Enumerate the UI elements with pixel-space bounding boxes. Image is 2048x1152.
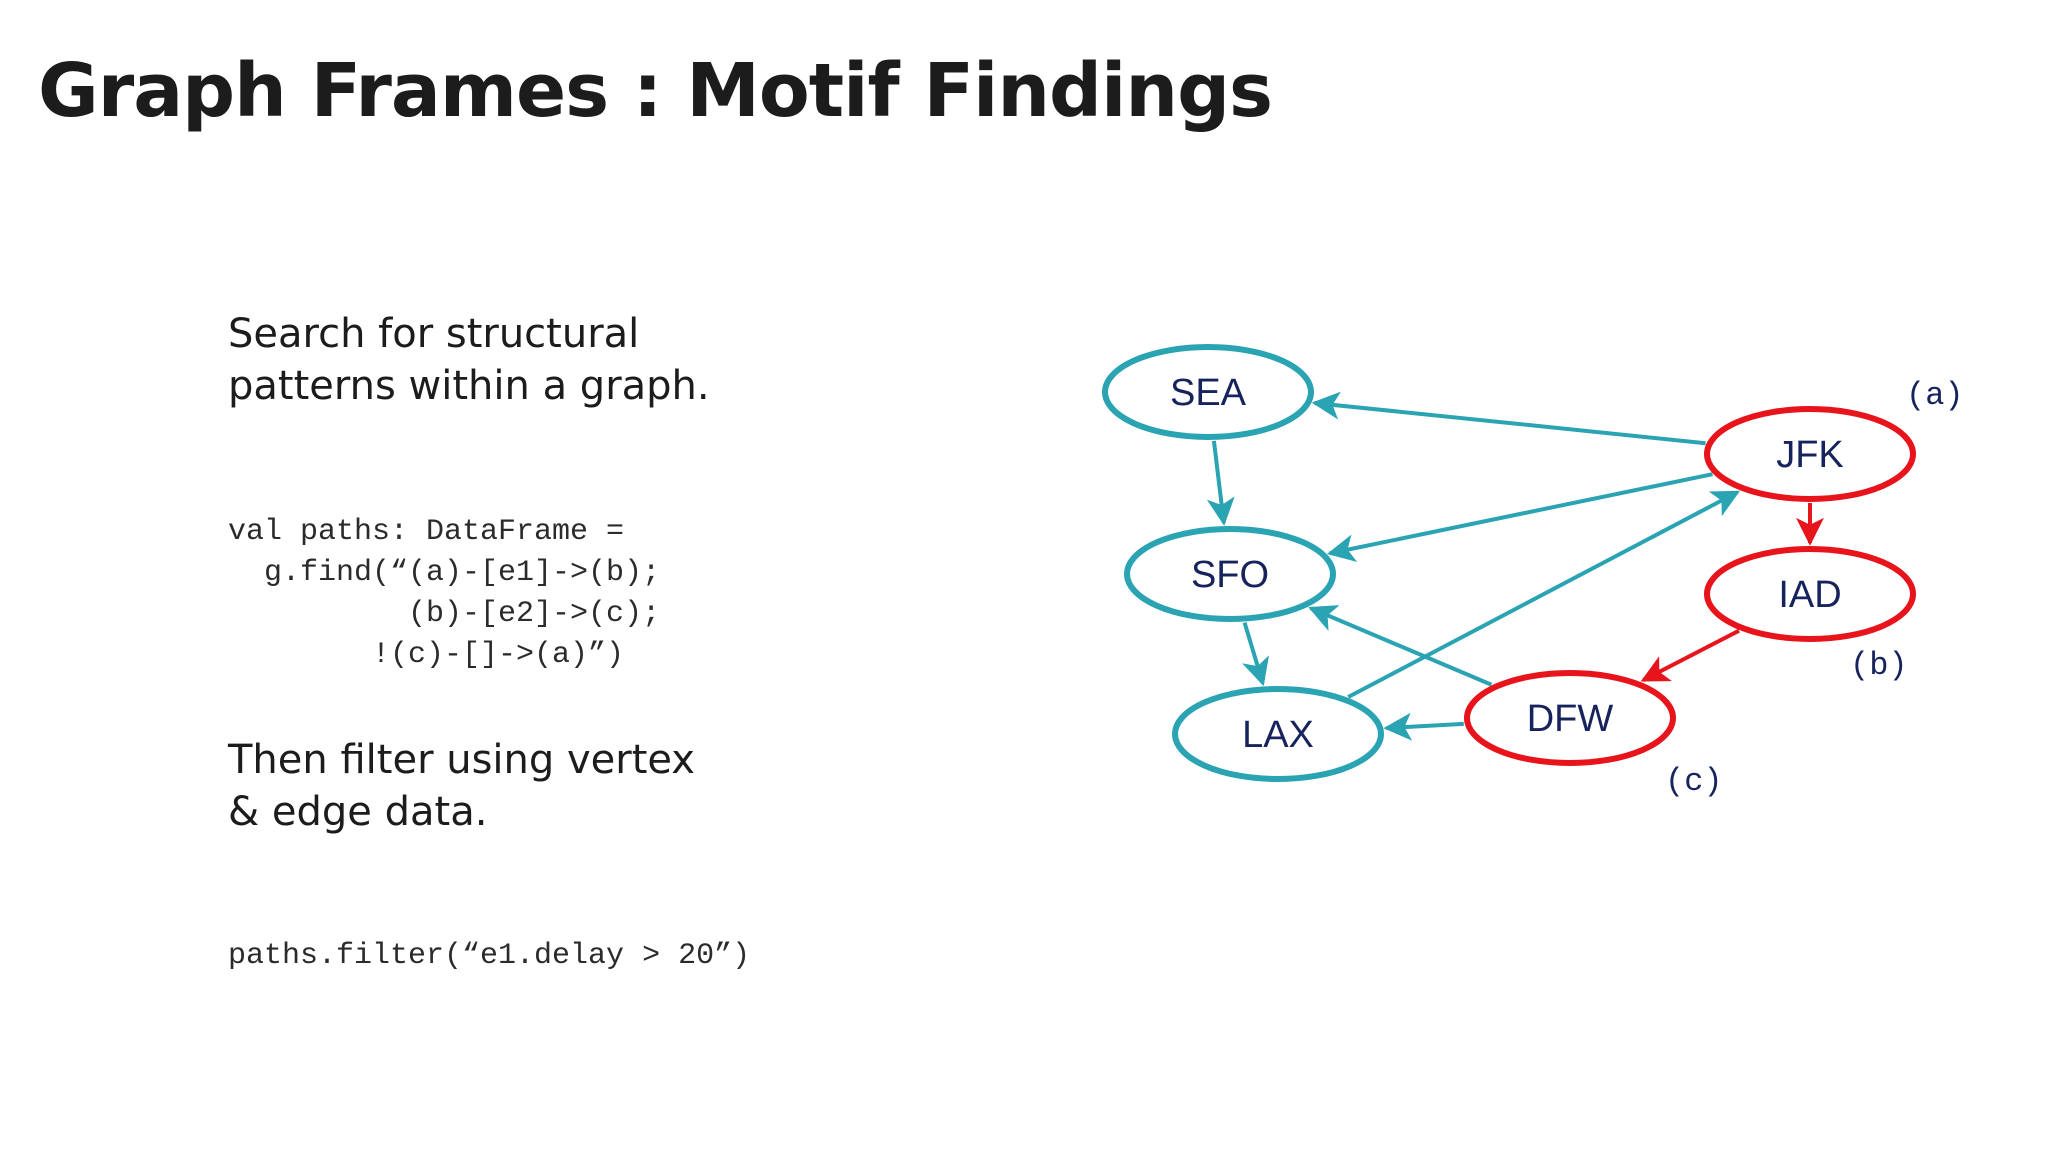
node-jfk: JFK (a) bbox=[1704, 377, 1964, 502]
edge-jfk-to-sea bbox=[1311, 391, 1706, 446]
intro-line: patterns within a graph. bbox=[228, 363, 710, 409]
node-iad: IAD(b) bbox=[1704, 546, 1916, 684]
node-sea: SEA bbox=[1102, 344, 1314, 440]
node-ellipse bbox=[1124, 526, 1336, 622]
edge-jfk-to-sfo bbox=[1326, 472, 1713, 562]
motif-variable-label: (a) bbox=[1906, 377, 1964, 414]
node-sfo: SFO bbox=[1124, 526, 1336, 622]
code-line: val paths: DataFrame = bbox=[228, 515, 625, 549]
intro-line: Search for structural bbox=[228, 311, 640, 357]
edge-sfo-to-lax bbox=[1242, 621, 1270, 687]
edges-layer bbox=[1206, 391, 1824, 741]
code-line: paths.filter(“e1.delay > 20”) bbox=[228, 939, 751, 973]
filter-description-line: & edge data. bbox=[228, 789, 488, 835]
node-label: SEA bbox=[1170, 372, 1247, 414]
node-label: DFW bbox=[1527, 698, 1614, 740]
code-line: g.find(“(a)-[e1]->(b); bbox=[228, 556, 661, 590]
code-line: !(c)-[]->(a)”) bbox=[228, 638, 625, 672]
motif-variable-label: (b) bbox=[1850, 647, 1908, 684]
node-label: JFK bbox=[1776, 434, 1844, 476]
motif-variable-label: (c) bbox=[1665, 763, 1723, 800]
node-dfw: DFW (c) bbox=[1464, 670, 1723, 800]
intro-text: Search for structural patterns within a … bbox=[228, 308, 710, 412]
node-ellipse bbox=[1464, 670, 1676, 766]
slide-title: Graph Frames : Motif Findings bbox=[38, 48, 1273, 134]
find-code-block: val paths: DataFrame = g.find(“(a)-[e1]-… bbox=[228, 512, 660, 676]
filter-code-block: paths.filter(“e1.delay > 20”) bbox=[228, 936, 750, 977]
edge-iad-to-dfw bbox=[1640, 628, 1740, 682]
node-ellipse bbox=[1704, 546, 1916, 642]
filter-description-text: Then filter using vertex & edge data. bbox=[228, 734, 695, 838]
node-ellipse bbox=[1172, 686, 1384, 782]
edge-sea-to-sfo bbox=[1206, 440, 1235, 526]
filter-description-line: Then filter using vertex bbox=[228, 737, 695, 783]
code-line: (b)-[e2]->(c); bbox=[228, 597, 661, 631]
edge-dfw-to-lax bbox=[1383, 712, 1464, 741]
node-ellipse bbox=[1704, 406, 1916, 502]
edge-dfw-to-sfo bbox=[1308, 605, 1493, 687]
node-label: IAD bbox=[1778, 574, 1841, 616]
nodes-layer: SEA SFO LAX JFK (a) IAD(b) DFW (c) bbox=[1102, 344, 1964, 800]
edge-lax-to-jfk bbox=[1347, 490, 1741, 699]
node-label: SFO bbox=[1191, 554, 1269, 596]
node-lax: LAX bbox=[1172, 686, 1384, 782]
node-ellipse bbox=[1102, 344, 1314, 440]
node-label: LAX bbox=[1242, 714, 1314, 756]
